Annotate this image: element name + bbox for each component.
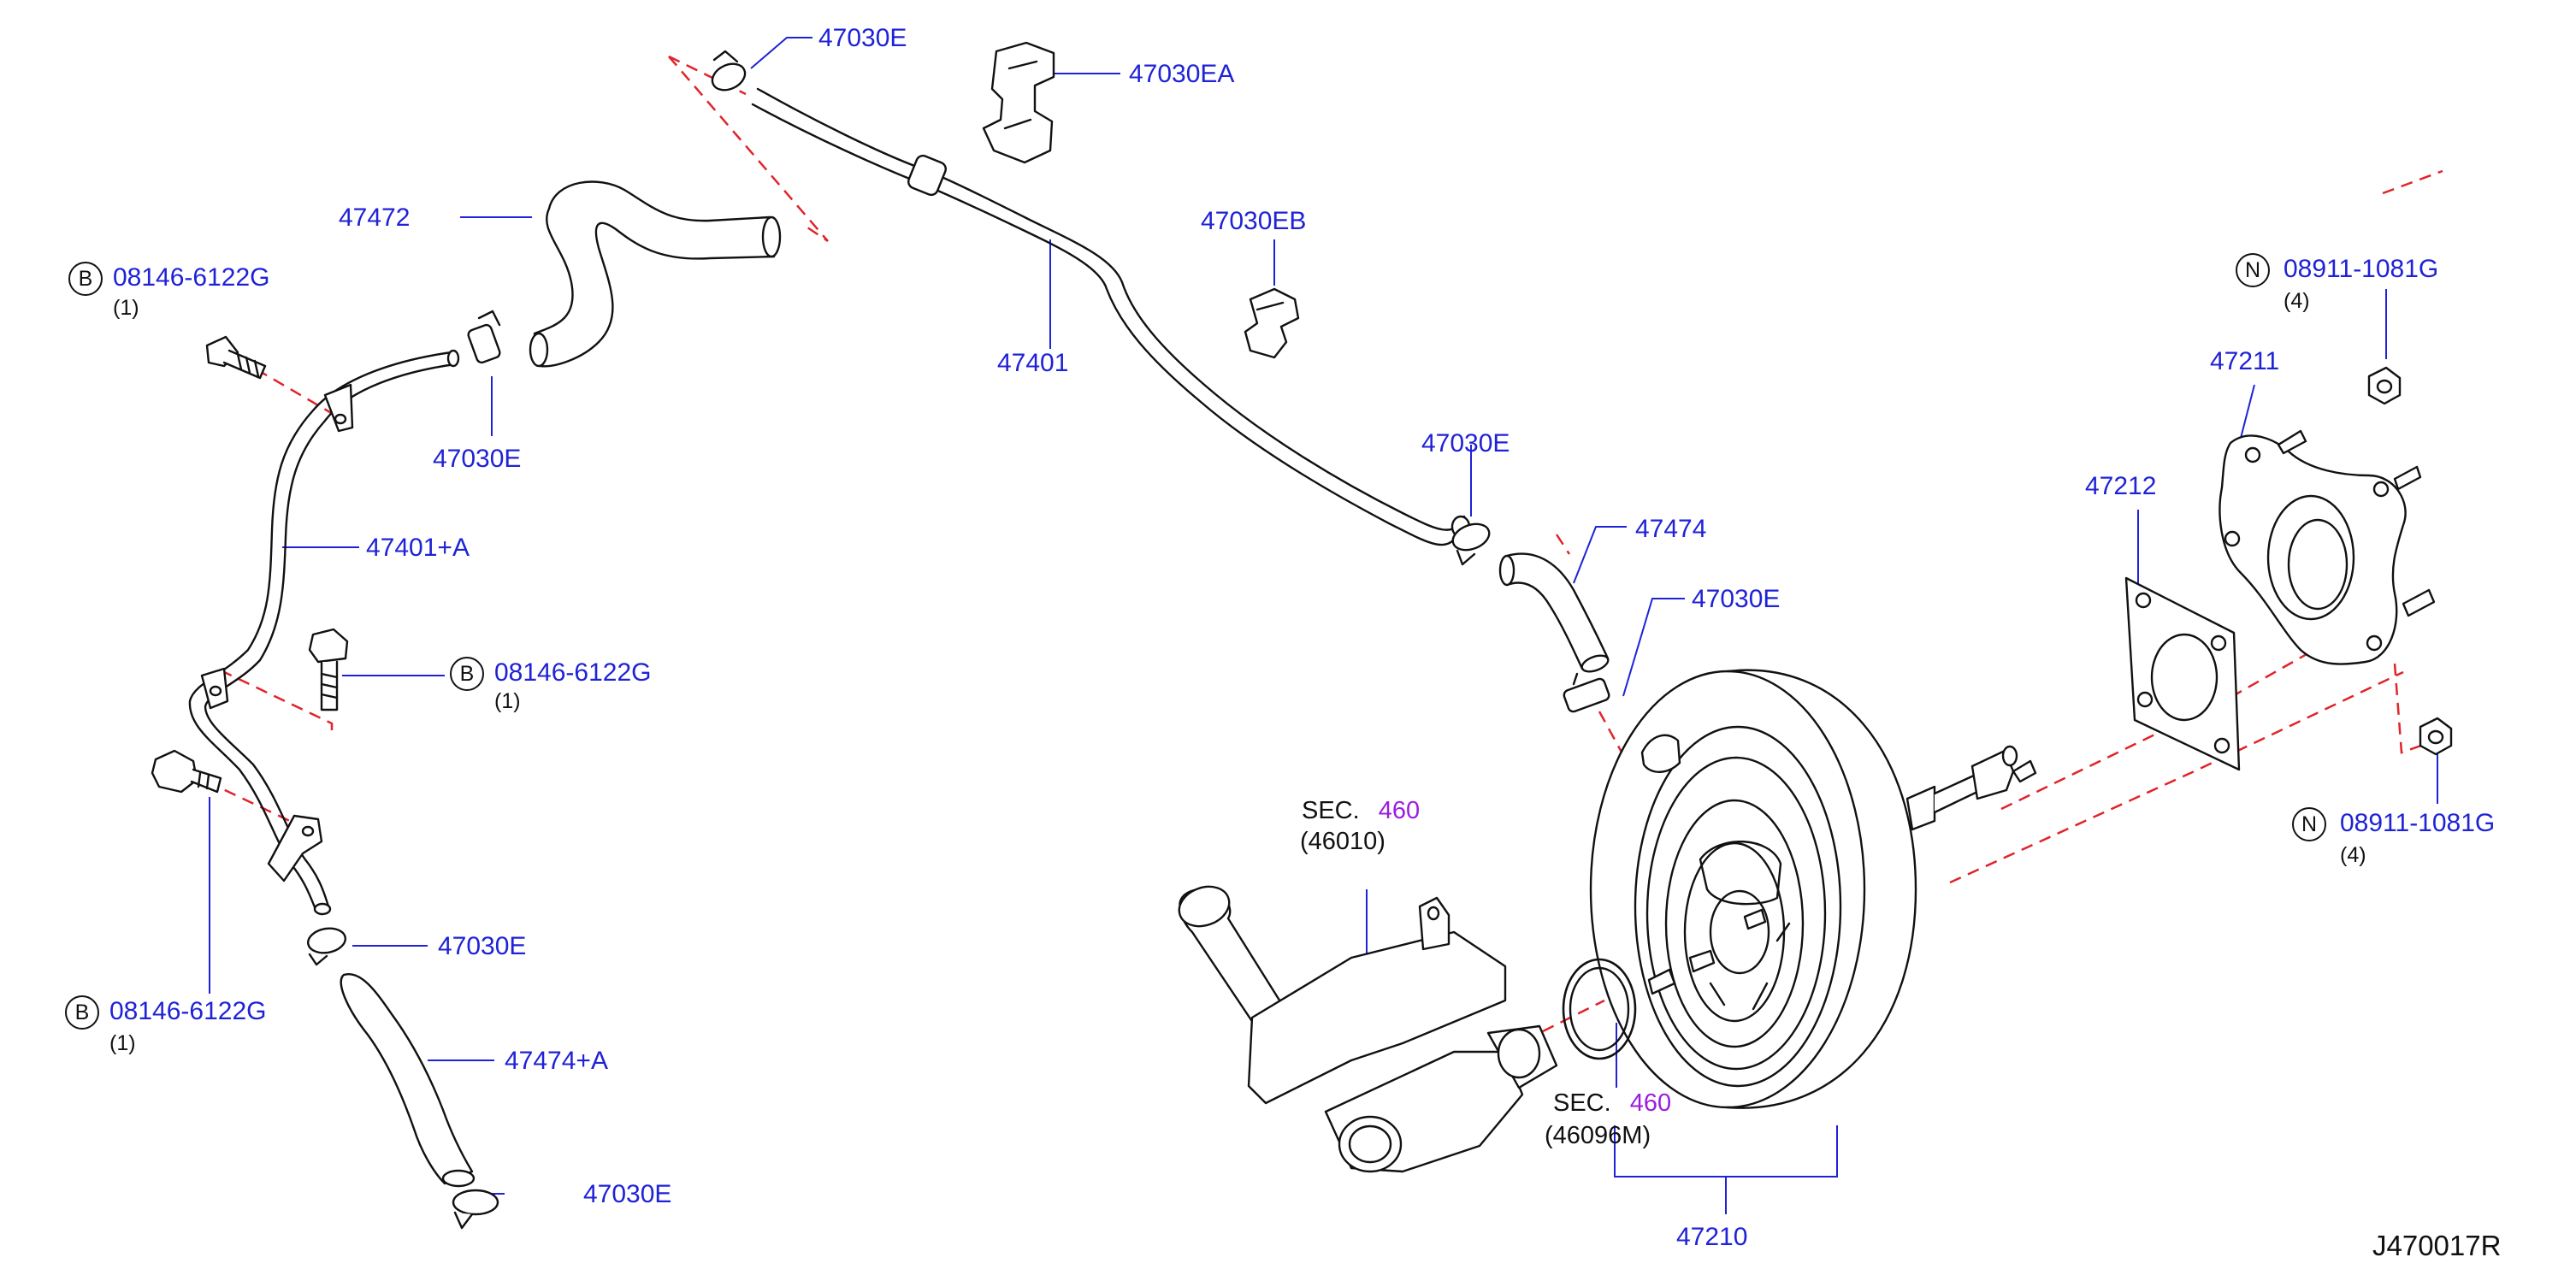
section-sub-master-cylinder: (46010) bbox=[1300, 828, 1385, 855]
section-prefix: SEC. bbox=[1553, 1089, 1611, 1117]
callout-47401[interactable]: 47401 bbox=[997, 349, 1069, 377]
clamp-top-shape bbox=[711, 50, 747, 91]
callout-47030e-right2[interactable]: 47030E bbox=[1692, 585, 1781, 613]
bolt-qty: (1) bbox=[109, 1031, 136, 1055]
bolt-badge: B bbox=[65, 995, 99, 1030]
section-number[interactable]: 460 bbox=[1378, 797, 1421, 824]
callout-47472[interactable]: 47472 bbox=[339, 204, 411, 232]
callout-47474a[interactable]: 47474+A bbox=[505, 1047, 608, 1075]
bolt-upper-left-shape bbox=[205, 335, 267, 380]
bolt-middle-shape bbox=[308, 628, 349, 711]
clip-ea-shape bbox=[982, 41, 1055, 164]
callout-nut-lower[interactable]: 08911-1081G bbox=[2340, 809, 2496, 837]
callout-bolt-lower[interactable]: 08146-6122G bbox=[109, 997, 267, 1025]
master-cylinder-shape bbox=[1178, 885, 1558, 1173]
callout-47401a[interactable]: 47401+A bbox=[366, 534, 470, 562]
callout-47030e-mid-left[interactable]: 47030E bbox=[433, 445, 522, 473]
callout-47211[interactable]: 47211 bbox=[2210, 347, 2280, 375]
callout-bolt-middle[interactable]: 08146-6122G bbox=[494, 658, 652, 687]
callout-47030e-right[interactable]: 47030E bbox=[1421, 429, 1510, 457]
tube-47401-collar bbox=[907, 154, 947, 197]
callout-nut-upper[interactable]: 08911-1081G bbox=[2284, 255, 2439, 283]
bolt-qty: (1) bbox=[494, 689, 521, 713]
section-prefix: SEC. bbox=[1302, 797, 1360, 824]
hose-47474a-shape bbox=[340, 972, 476, 1188]
section-ref-o-ring[interactable]: SEC. 460 bbox=[1553, 1089, 1671, 1118]
hose-47472-shape bbox=[529, 180, 782, 368]
callout-47030e-top[interactable]: 47030E bbox=[818, 24, 907, 52]
section-number[interactable]: 460 bbox=[1629, 1089, 1672, 1117]
part-artwork bbox=[151, 41, 2453, 1230]
clamp-bottom-shape bbox=[452, 1189, 499, 1230]
bolt-qty: (1) bbox=[113, 296, 139, 320]
bolt-lower-left-shape bbox=[151, 749, 222, 794]
callout-47210[interactable]: 47210 bbox=[1676, 1223, 1748, 1251]
section-ref-master-cylinder[interactable]: SEC. 460 bbox=[1302, 797, 1420, 825]
nut-upper-shape bbox=[2367, 366, 2402, 405]
booster-shape bbox=[1589, 669, 2037, 1109]
hose-47474-shape bbox=[1498, 552, 1610, 673]
bolt-badge: B bbox=[68, 262, 103, 296]
clip-eb-shape bbox=[1244, 287, 1300, 359]
tube-47401a-brackets bbox=[200, 383, 354, 882]
callout-47474[interactable]: 47474 bbox=[1635, 515, 1707, 543]
clamp-right-shape bbox=[1451, 522, 1491, 566]
callout-47030e-lower-left[interactable]: 47030E bbox=[438, 932, 527, 960]
tube-47401a-shape bbox=[188, 349, 460, 916]
clamp-right2-shape bbox=[1563, 672, 1610, 713]
nut-qty: (4) bbox=[2284, 289, 2310, 313]
nut-badge: N bbox=[2292, 807, 2326, 841]
bolt-badge: B bbox=[450, 657, 484, 691]
callout-47030ea[interactable]: 47030EA bbox=[1129, 60, 1235, 88]
callout-47212[interactable]: 47212 bbox=[2085, 472, 2157, 500]
nut-qty: (4) bbox=[2340, 843, 2366, 867]
callout-47030e-bottom[interactable]: 47030E bbox=[583, 1180, 672, 1208]
leader-lines bbox=[209, 37, 2438, 1214]
nut-lower-shape bbox=[2419, 717, 2453, 756]
section-sub-o-ring: (46096M) bbox=[1545, 1122, 1651, 1149]
o-ring-shape bbox=[1562, 958, 1637, 1060]
clamp-47472-shape bbox=[467, 310, 501, 364]
gasket-47212-shape bbox=[2124, 576, 2241, 771]
assembly-dash-lines bbox=[206, 55, 2443, 1033]
figure-id: J470017R bbox=[2372, 1230, 2502, 1261]
bracket-47211-shape bbox=[2219, 429, 2436, 665]
clamp-lower-left-shape bbox=[306, 927, 347, 966]
callout-47030eb[interactable]: 47030EB bbox=[1201, 207, 1307, 235]
nut-badge: N bbox=[2236, 253, 2270, 287]
tube-47401-shape bbox=[751, 87, 1471, 546]
callout-bolt-upper[interactable]: 08146-6122G bbox=[113, 263, 270, 292]
